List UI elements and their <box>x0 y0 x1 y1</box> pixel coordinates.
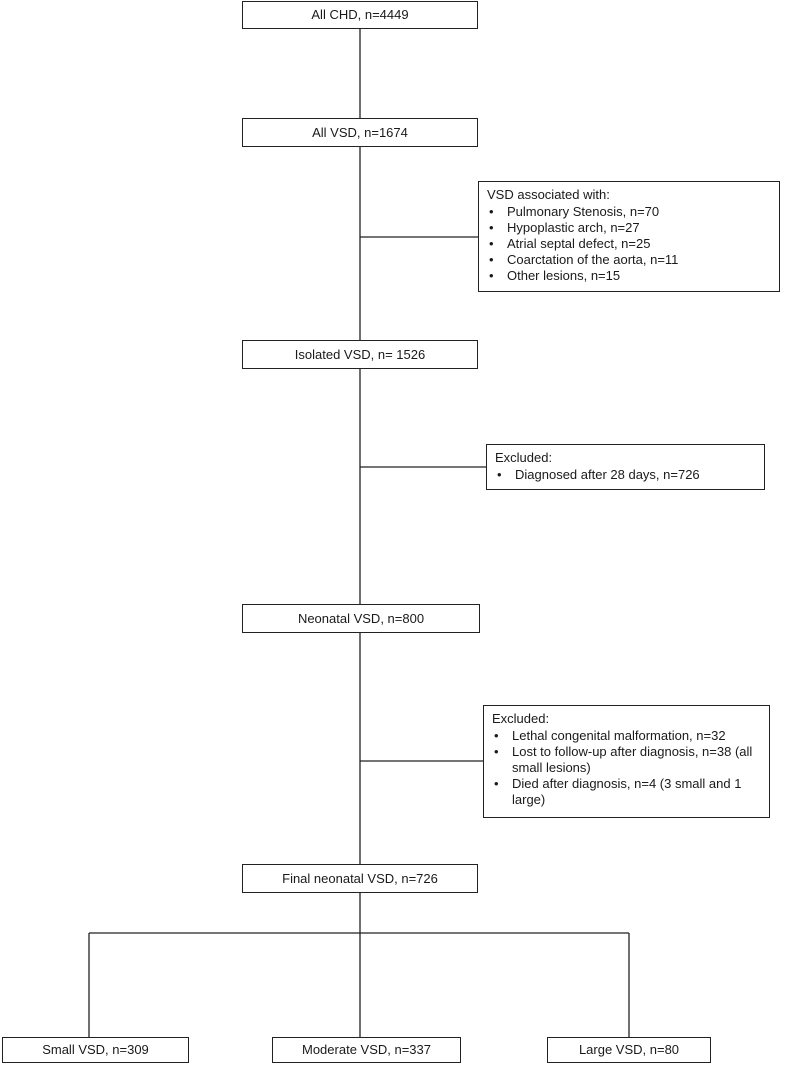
moderate-vsd-box: Moderate VSD, n=337 <box>272 1037 461 1063</box>
final-neonatal-vsd-box: Final neonatal VSD, n=726 <box>242 864 478 893</box>
final-neonatal-vsd-label: Final neonatal VSD, n=726 <box>282 870 438 886</box>
large-vsd-label: Large VSD, n=80 <box>578 1042 680 1057</box>
all-chd-label: All CHD, n=4449 <box>311 7 409 22</box>
excluded-1-title: Excluded: <box>495 450 553 465</box>
neonatal-vsd-box: Neonatal VSD, n=800 <box>242 604 480 633</box>
list-item: Other lesions, n=15 <box>487 268 771 284</box>
small-vsd-label: Small VSD, n=309 <box>42 1042 149 1057</box>
associated-list: Pulmonary Stenosis, n=70 Hypoplastic arc… <box>487 204 771 284</box>
list-item: Diagnosed after 28 days, n=726 <box>495 467 756 483</box>
excluded-2-box: Excluded: Lethal congenital malformation… <box>483 705 770 818</box>
excluded-1-box: Excluded: Diagnosed after 28 days, n=726 <box>486 444 765 490</box>
list-item: Died after diagnosis, n=4 (3 small and 1… <box>492 776 761 808</box>
list-item: Hypoplastic arch, n=27 <box>487 220 771 236</box>
large-vsd-box: Large VSD, n=80 <box>547 1037 711 1063</box>
neonatal-vsd-label: Neonatal VSD, n=800 <box>297 610 425 626</box>
small-vsd-box: Small VSD, n=309 <box>2 1037 189 1063</box>
list-item: Atrial septal defect, n=25 <box>487 236 771 252</box>
isolated-vsd-box: Isolated VSD, n= 1526 <box>242 340 478 369</box>
excluded-2-title: Excluded: <box>492 711 550 726</box>
excluded-1-list: Diagnosed after 28 days, n=726 <box>495 467 756 483</box>
isolated-vsd-label: Isolated VSD, n= 1526 <box>294 346 426 362</box>
all-vsd-label: All VSD, n=1674 <box>312 124 408 140</box>
moderate-vsd-label: Moderate VSD, n=337 <box>302 1042 431 1057</box>
list-item: Coarctation of the aorta, n=11 <box>487 252 771 268</box>
list-item: Pulmonary Stenosis, n=70 <box>487 204 771 220</box>
associated-title: VSD associated with: <box>487 187 610 202</box>
associated-lesions-box: VSD associated with: Pulmonary Stenosis,… <box>478 181 780 292</box>
all-vsd-box: All VSD, n=1674 <box>242 118 478 147</box>
list-item: Lethal congenital malformation, n=32 <box>492 728 761 744</box>
excluded-2-list: Lethal congenital malformation, n=32 Los… <box>492 728 761 808</box>
all-chd-box: All CHD, n=4449 <box>242 1 478 29</box>
list-item: Lost to follow-up after diagnosis, n=38 … <box>492 744 761 776</box>
